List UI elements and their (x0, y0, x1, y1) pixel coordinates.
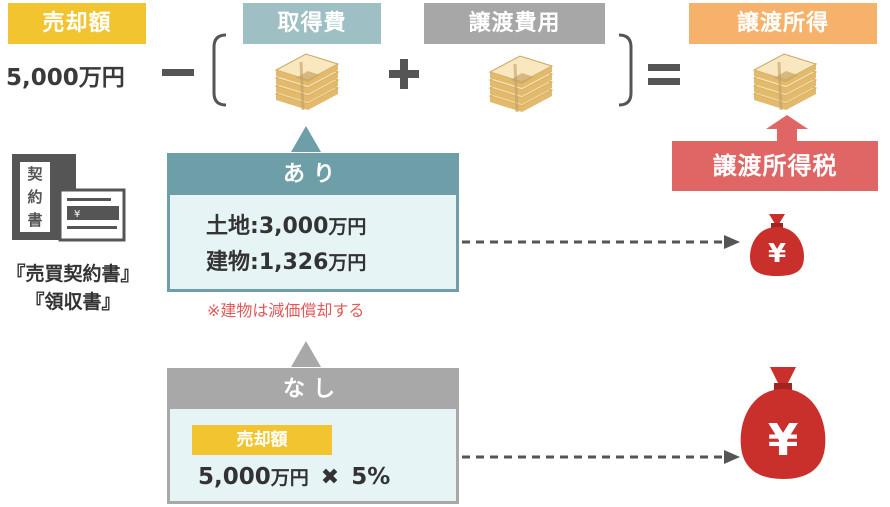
equals-operator (648, 64, 680, 85)
document-caption-line2: 『領収書』 (25, 291, 121, 313)
document-caption: 『売買契約書』 『領収書』 (0, 260, 146, 316)
building-unit: 万円 (328, 252, 367, 274)
document-caption-line1: 『売買契約書』 (6, 263, 140, 285)
transfer-cost-header: 譲渡費用 (424, 3, 605, 44)
formula-row: 5,000万円 ✖ 5% (198, 463, 390, 490)
transfer-cost-cash-icon (488, 54, 554, 114)
arrow-up-icon (766, 115, 808, 143)
minus-operator (162, 69, 194, 76)
acquisition-cash-icon (274, 52, 340, 112)
building-label: 建物 (206, 250, 251, 275)
sale-price-tag: 売却額 (192, 425, 332, 455)
svg-text:¥: ¥ (74, 209, 80, 220)
land-row: 土地:3,000万円 (206, 214, 367, 239)
without-arrow (462, 450, 740, 464)
land-unit: 万円 (328, 216, 367, 238)
sale-amount: 5,000万円 (6, 65, 125, 91)
with-pointer (291, 126, 321, 152)
formula-rate: 5% (351, 464, 391, 490)
left-bracket (212, 33, 227, 107)
without-case-box: なし 売却額 5,000万円 ✖ 5% (167, 368, 459, 504)
building-row: 建物:1,326万円 (206, 250, 367, 275)
large-money-bag-icon: ¥ (740, 367, 826, 479)
formula-amount: 5,000 (198, 464, 271, 490)
svg-text:約: 約 (27, 188, 42, 206)
sale-price-header: 売却額 (8, 3, 146, 44)
without-case-header: なし (170, 371, 456, 409)
contract-document-icon: 契 約 書 ¥ (12, 154, 126, 242)
times-symbol: ✖ (320, 465, 340, 490)
building-value: 1,326 (258, 250, 329, 275)
svg-text:契: 契 (26, 165, 43, 183)
transfer-income-tax-label: 譲渡所得税 (672, 141, 878, 191)
depreciation-note: ※建物は減価償却する (207, 301, 365, 320)
right-bracket (618, 33, 633, 107)
formula-unit: 万円 (270, 467, 309, 489)
without-pointer (291, 341, 321, 367)
with-case-box: あり 土地:3,000万円 建物:1,326万円 (167, 153, 459, 292)
land-value: 3,000 (258, 214, 329, 239)
small-money-bag-icon: ¥ (750, 214, 804, 276)
without-case-body: 売却額 5,000万円 ✖ 5% (170, 409, 456, 501)
land-label: 土地 (206, 214, 251, 239)
svg-text:書: 書 (27, 211, 42, 229)
plus-operator (389, 59, 419, 89)
with-case-body: 土地:3,000万円 建物:1,326万円 (170, 195, 456, 289)
large-yen-symbol: ¥ (768, 415, 799, 466)
with-arrow (462, 235, 740, 249)
small-yen-symbol: ¥ (768, 239, 786, 269)
with-case-header: あり (170, 156, 456, 195)
acquisition-cost-header: 取得費 (243, 3, 381, 44)
income-cash-icon (752, 52, 818, 112)
transfer-income-header: 譲渡所得 (689, 3, 877, 44)
